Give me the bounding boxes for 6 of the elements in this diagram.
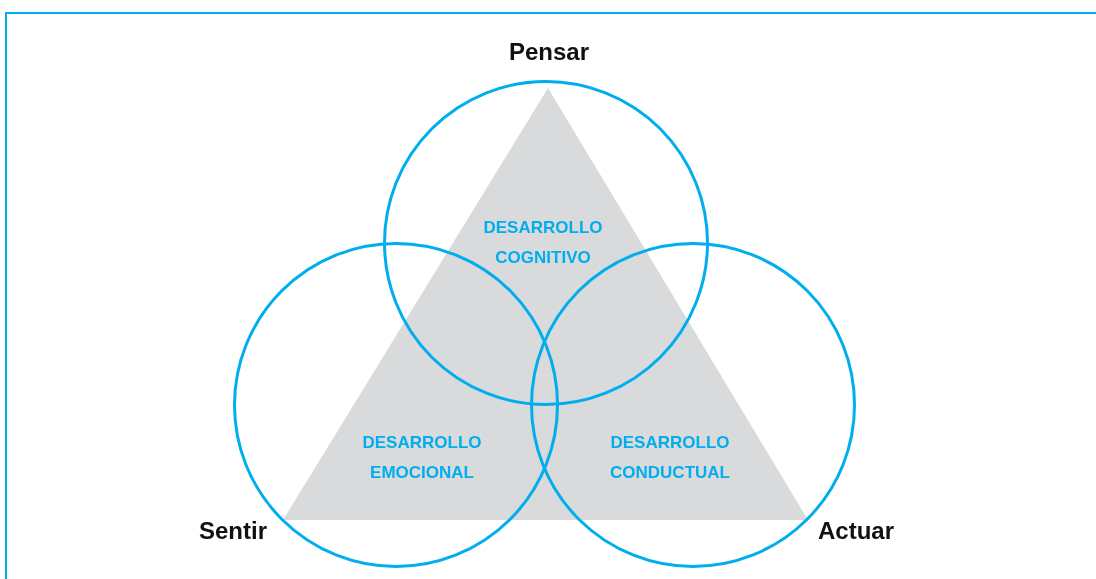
circle-label: DESARROLLO CONDUCTUAL <box>609 432 731 484</box>
circle-heading: Sentir <box>199 517 267 545</box>
circle-heading: Pensar <box>508 38 590 66</box>
circle-heading: Actuar <box>818 517 894 545</box>
circle-label: DESARROLLO COGNITIVO <box>482 217 604 269</box>
circle-label: DESARROLLO EMOCIONAL <box>361 432 483 484</box>
